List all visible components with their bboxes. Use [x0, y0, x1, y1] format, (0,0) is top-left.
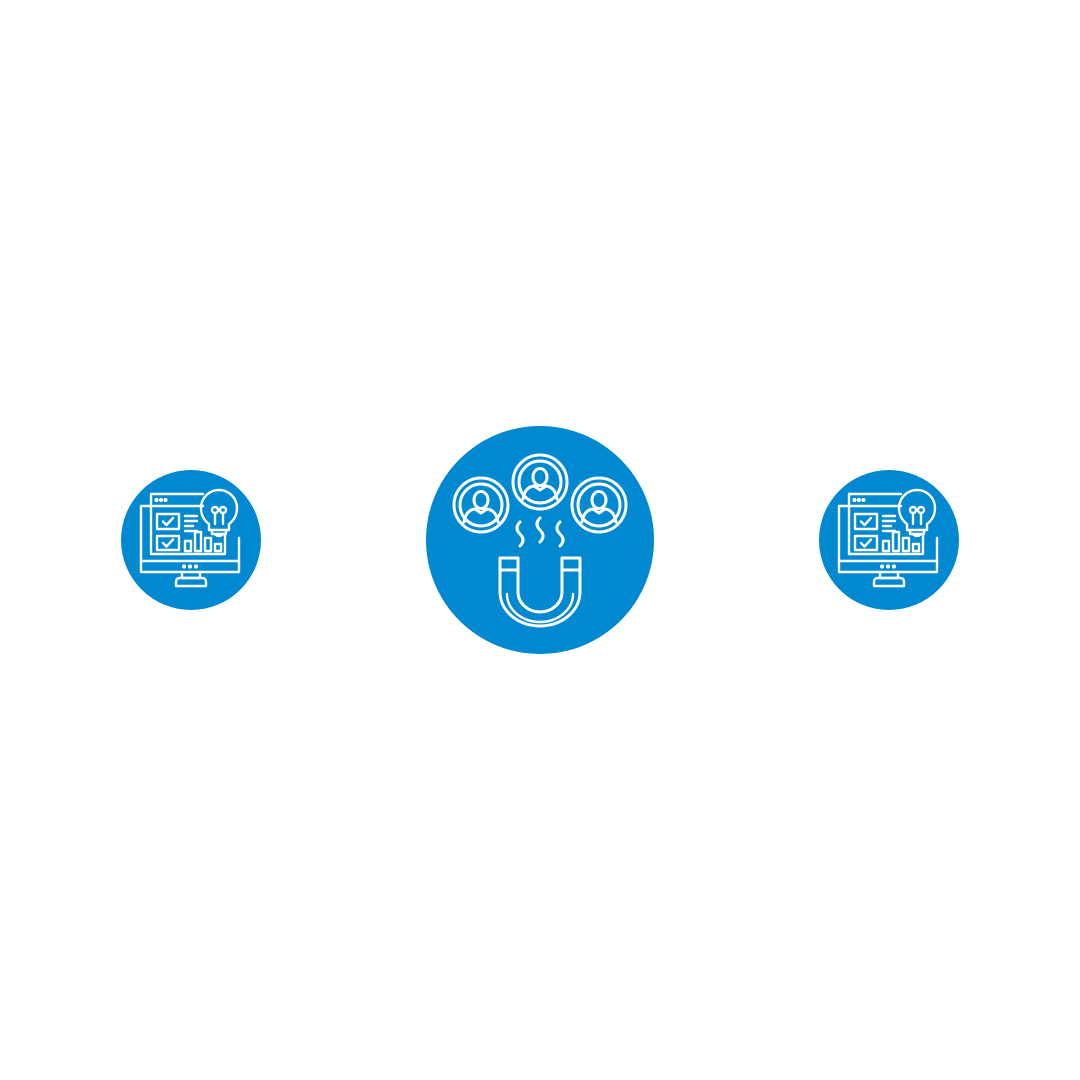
user-avatar-icon-center — [511, 453, 569, 511]
dashboard-icon-circle-right — [819, 470, 959, 610]
magnet-attracting-users-icon — [426, 426, 654, 654]
user-avatar-icon-right — [570, 476, 628, 534]
dashboard-monitor-lightbulb-icon — [819, 470, 959, 610]
user-avatar-icon-left — [452, 476, 510, 534]
dashboard-monitor-lightbulb-icon — [121, 470, 261, 610]
dashboard-icon-circle-left — [121, 470, 261, 610]
magnet-icon — [498, 556, 582, 628]
lead-magnet-icon-circle — [426, 426, 654, 654]
